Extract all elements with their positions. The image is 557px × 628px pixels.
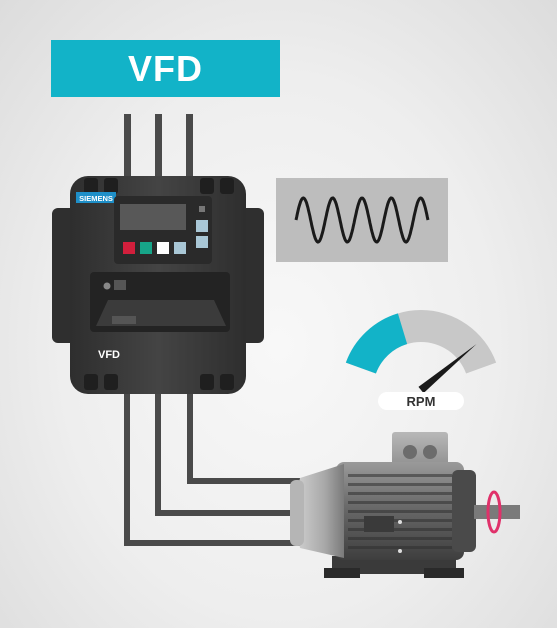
cooling-fin [348, 546, 452, 549]
rpm-gauge: RPM [345, 310, 497, 410]
keypad [123, 242, 186, 254]
motor-foot-right [424, 568, 464, 578]
cooling-fins [348, 474, 452, 549]
input-cable-l2 [155, 114, 162, 180]
drive-vents [84, 178, 234, 390]
gauge-label: RPM [407, 394, 436, 409]
waveform-panel [276, 178, 448, 262]
fan-cover [296, 464, 344, 558]
keypad-button [174, 242, 186, 254]
output-cable-w [124, 392, 300, 546]
io-cover-tab [112, 316, 136, 324]
input-cables [124, 114, 193, 180]
sine-wave-icon [294, 196, 430, 244]
output-cable-v [155, 392, 300, 516]
title-banner: VFD [51, 40, 280, 97]
gauge-fill [345, 313, 408, 374]
waveform-background [276, 178, 448, 262]
title-text: VFD [128, 47, 203, 89]
nav-button-up [196, 220, 208, 232]
cooling-fin [348, 528, 452, 531]
input-cable-l1 [124, 114, 131, 180]
housing-screw [398, 549, 402, 553]
cable-gland-left [403, 445, 417, 459]
motor-shaft [474, 505, 520, 519]
cooling-fin [348, 492, 452, 495]
keypad-button [123, 242, 135, 254]
electric-motor [290, 432, 520, 578]
io-connector [114, 280, 126, 290]
gauge-label-plate [378, 392, 464, 410]
cooling-fin [348, 501, 452, 504]
front-flange [452, 470, 476, 552]
drive-lcd-display [120, 204, 186, 230]
output-cables [124, 392, 300, 546]
cooling-fin [348, 537, 452, 540]
motor-foot-left [324, 568, 360, 578]
cooling-fin [348, 510, 452, 513]
cable-gland-right [423, 445, 437, 459]
brand-plate [76, 192, 116, 203]
cooling-fin [348, 483, 452, 486]
rotation-marker [486, 490, 502, 534]
output-cable-u [187, 392, 300, 484]
keypad-button [157, 242, 169, 254]
cooling-fin [348, 474, 452, 477]
fan-cover-cap [290, 480, 304, 546]
nav-button-down [196, 236, 208, 248]
io-indicator [103, 282, 111, 290]
status-led [199, 206, 205, 212]
nameplate [364, 516, 394, 532]
gauge-needle [418, 344, 477, 394]
brand-label: SIEMENS [79, 194, 113, 203]
input-cable-l3 [186, 114, 193, 180]
nameplate-screw [398, 520, 402, 524]
drive-label: VFD [98, 349, 120, 361]
vfd-drive-unit: SIEMENS VFD [52, 176, 264, 394]
keypad-button [140, 242, 152, 254]
